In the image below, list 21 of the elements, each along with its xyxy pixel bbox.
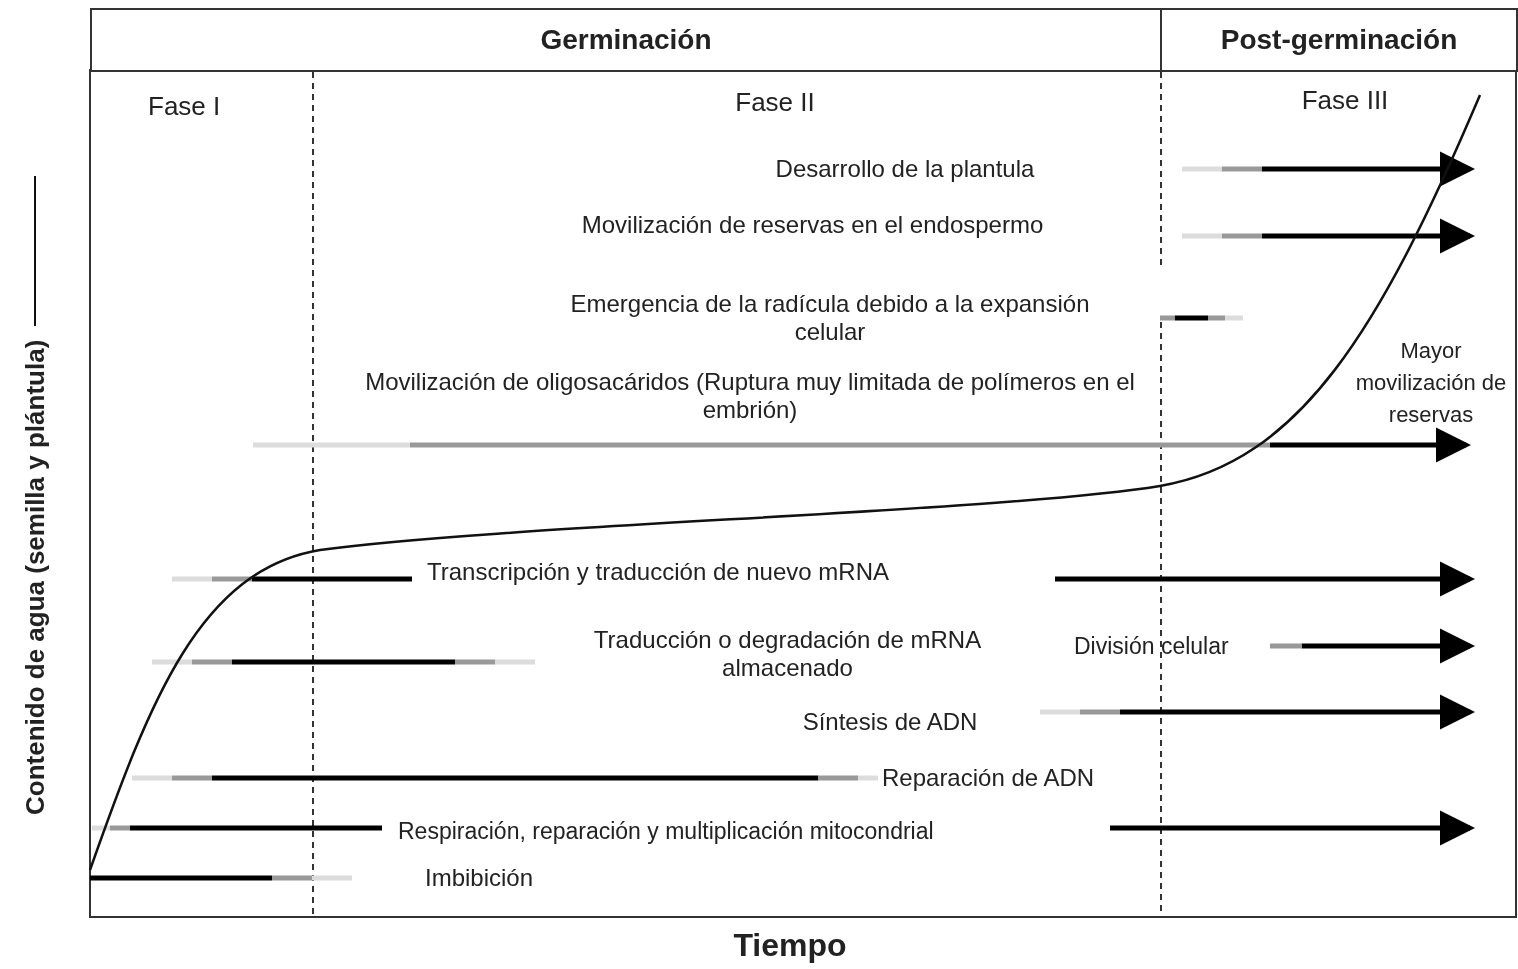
- stage-title: Post-germinación: [1220, 24, 1458, 56]
- phase-label: Fase I: [148, 92, 222, 120]
- process-label: Emergencia de la radícula debido a la expansión celular: [569, 290, 1091, 346]
- phase-label: Fase II: [734, 88, 816, 116]
- process-label: Movilización de oligosacáridos (Ruptura muy limitada de polímeros en el embrión): [364, 368, 1136, 424]
- annotation-text: Mayor movilización de reservas: [1354, 337, 1508, 429]
- stage-header: [1160, 8, 1518, 72]
- process-label: Respiración, reparación y multiplicación mitocondrial: [398, 817, 935, 845]
- process-label: Traducción o degradación de mRNA almacenado: [592, 626, 983, 682]
- process-label: Reparación de ADN: [882, 764, 1096, 792]
- axis-title: Tiempo: [732, 926, 848, 965]
- axis-title: Contenido de agua (semilla y plántula): [19, 339, 51, 815]
- process-label: Movilización de reservas en el endospermo: [580, 211, 1045, 239]
- phase-label: Fase III: [1300, 86, 1390, 114]
- process-label: División celular: [1074, 632, 1230, 660]
- process-label: Imbibición: [425, 864, 535, 892]
- stage-header: [90, 8, 1162, 72]
- process-label: Síntesis de ADN: [801, 708, 979, 736]
- stage-title: Germinación: [540, 24, 712, 56]
- process-label: Transcripción y traducción de nuevo mRNA: [427, 558, 890, 586]
- process-label: Desarrollo de la plantula: [774, 155, 1036, 183]
